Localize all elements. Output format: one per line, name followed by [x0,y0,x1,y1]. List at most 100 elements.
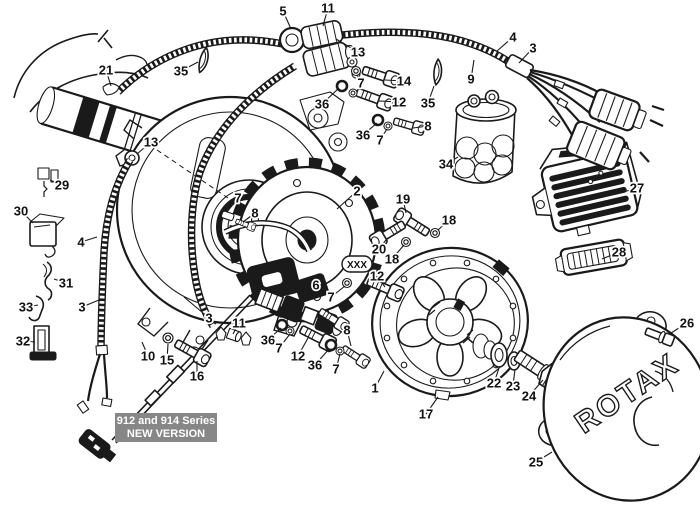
part-label-35: 35 [421,96,435,111]
leader-line-7 [356,74,362,84]
leader-line-1 [374,370,385,389]
leader-line-36 [267,327,282,341]
leader-line-6 [306,284,317,301]
wiring-harness [76,19,665,414]
harness-connector-upper [588,88,647,132]
part-label-34: 34 [439,157,454,172]
leader-line-30 [20,210,34,224]
leader-line-27 [619,187,638,194]
woodruff-key [102,82,120,96]
leader-line-25 [535,451,553,463]
regulator-connector [554,238,633,276]
part-label-24: 24 [522,389,537,404]
leader-line-35 [427,85,435,104]
part-label-4: 4 [509,30,517,45]
series-badge-line2: NEW VERSION [126,428,206,440]
part-label-18: 18 [442,213,456,228]
bracket-31 [42,261,53,301]
part-label-9: 9 [467,72,474,87]
leader-line-21 [105,69,112,87]
part-label-10: 10 [141,349,155,364]
part-label-14: 14 [397,74,412,89]
part-label-15: 15 [160,353,174,368]
coil-block [294,273,329,303]
leader-line-8 [346,329,352,347]
leader-line-3 [518,47,534,64]
leader-line-26 [670,322,688,334]
leader-line-12 [376,275,386,288]
part-label-13: 13 [144,135,158,150]
leader-line-18 [437,219,450,231]
part-label-3: 3 [529,41,536,56]
part-label-28: 28 [612,245,626,260]
part-label-2: 2 [353,184,360,199]
leader-line-13 [136,141,152,155]
leader-line-13 [335,38,359,53]
part-label-5: 5 [279,4,286,19]
leader-line-14 [384,79,405,82]
leader-line-31 [53,278,67,284]
leader-line-3 [81,299,100,308]
trigger-plug [78,429,117,463]
xxx-tag-text: XXX [347,260,367,271]
part-label-25: 25 [529,455,543,470]
part-label-12: 12 [392,95,406,110]
part-label-12: 12 [370,269,384,284]
leader-line-20 [378,239,387,250]
part-label-4: 4 [77,235,85,250]
part-label-23: 23 [506,379,520,394]
part-label-17: 17 [419,407,433,422]
leader-line-9 [470,59,475,80]
part-label-7: 7 [332,362,339,377]
leader-line-11 [232,322,240,335]
part-label-11: 11 [321,1,335,16]
leader-line-33 [25,304,39,308]
part-label-27: 27 [630,181,644,196]
leader-line-24 [528,379,544,397]
part-label-3: 3 [78,300,85,315]
leader-line-34 [445,156,459,165]
leader-line-28 [601,251,620,260]
part-label-8: 8 [343,323,350,338]
leader-line-35 [180,61,199,72]
part-label-35: 35 [174,64,188,79]
part-label-36: 36 [308,358,322,373]
connector-cluster [278,19,361,79]
part-label-30: 30 [14,204,28,219]
part-label-13: 13 [351,45,365,60]
leader-line-12 [378,100,400,103]
leader-line-7 [335,353,341,370]
leader-line-11 [322,7,329,27]
part-label-1: 1 [371,381,378,396]
bracket-33 [28,295,45,322]
part-label-12: 12 [291,349,305,364]
part-label-32: 32 [16,334,30,349]
leader-line-8 [412,125,429,129]
leader-line-4 [496,36,514,52]
part-label-29: 29 [55,178,69,193]
xxx-tag: XXX [341,255,373,273]
harness-connector-lower [565,120,632,171]
leader-line-3 [183,296,210,319]
leader-line-2 [336,190,358,210]
part-label-7: 7 [376,133,383,148]
part-label-21: 21 [99,63,113,78]
cover-bolt-26 [644,327,676,347]
fasteners [162,62,441,370]
part-label-6: 6 [312,278,319,293]
part-label-36: 36 [356,128,370,143]
leader-line-29 [49,179,63,186]
leader-line-32 [22,340,36,343]
part-label-16: 16 [190,369,204,384]
part-label-36: 36 [261,333,275,348]
leader-line-7 [330,285,346,298]
part-label-26: 26 [680,316,694,331]
leader-line-18 [391,244,405,260]
small-parts-left [28,167,65,361]
part-label-20: 20 [372,242,386,257]
part-label-18: 18 [385,252,399,267]
part-label-8: 8 [424,119,431,134]
